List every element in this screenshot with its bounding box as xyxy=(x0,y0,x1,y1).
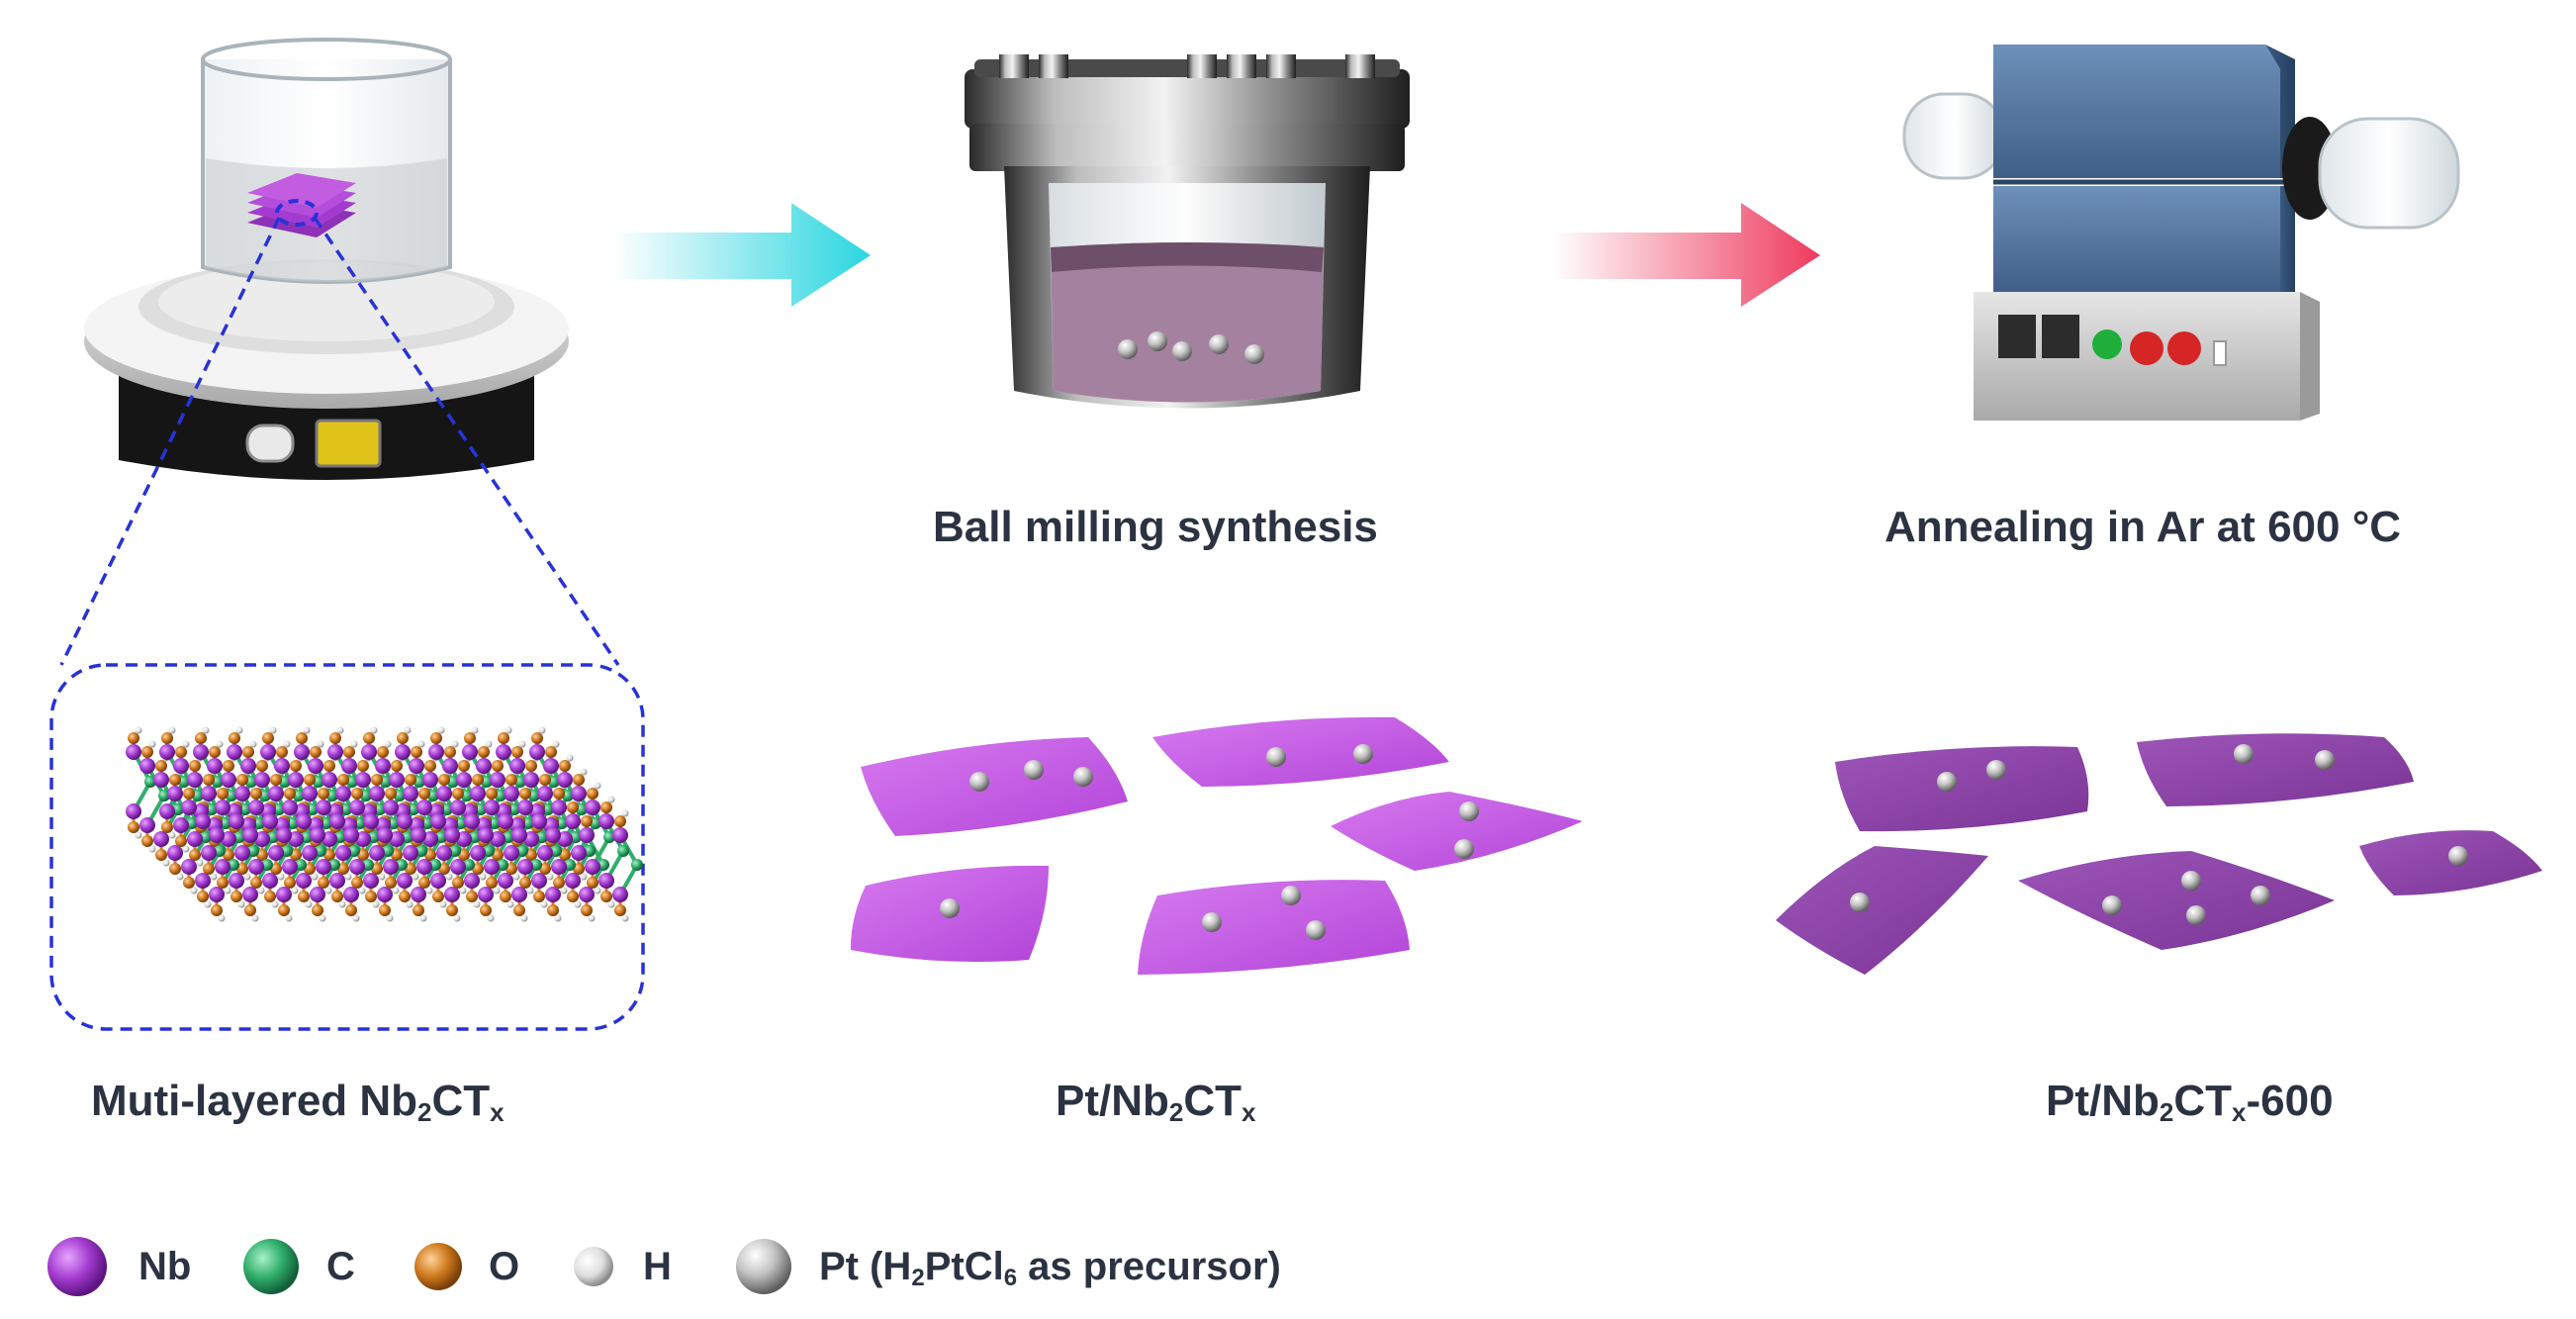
legend-c-label: C xyxy=(326,1245,355,1288)
arrow-to-annealing xyxy=(1553,203,1820,307)
legend-nb-label: Nb xyxy=(138,1245,192,1288)
legend-pt-sphere xyxy=(736,1239,791,1294)
nb2ctx-crystal-structure xyxy=(126,726,643,922)
crystal-zoom-box xyxy=(49,663,645,1031)
arrow-to-ball-milling xyxy=(613,203,871,307)
legend-o-label: O xyxy=(489,1245,520,1288)
legend-h-sphere xyxy=(574,1247,613,1286)
legend-nb-sphere xyxy=(47,1237,107,1296)
ball-mill-jar-illustration xyxy=(965,54,1410,409)
stirrer-illustration xyxy=(59,38,620,666)
pt-nb2ctx-sheets xyxy=(850,716,1583,975)
legend-o-sphere xyxy=(414,1243,462,1290)
pt-nb2ctx-label: Pt/Nb2CTx xyxy=(1056,1077,1256,1127)
pt-nb2ctx-600-label: Pt/Nb2CTx-600 xyxy=(2046,1077,2334,1127)
ball-milling-label: Ball milling synthesis xyxy=(933,503,1378,551)
legend-pt-label: Pt (H2PtCl6 as precursor) xyxy=(819,1245,1281,1291)
tube-furnace-illustration xyxy=(1902,45,2460,421)
annealing-label: Annealing in Ar at 600 °C xyxy=(1885,503,2402,551)
multilayer-nb2ctx-label: Muti-layered Nb2CTx xyxy=(91,1077,505,1127)
legend-h-label: H xyxy=(643,1245,672,1288)
pt-nb2ctx-600-sheets xyxy=(1776,733,2542,975)
legend-c-sphere xyxy=(243,1239,299,1294)
legend-spheres xyxy=(47,1237,791,1296)
